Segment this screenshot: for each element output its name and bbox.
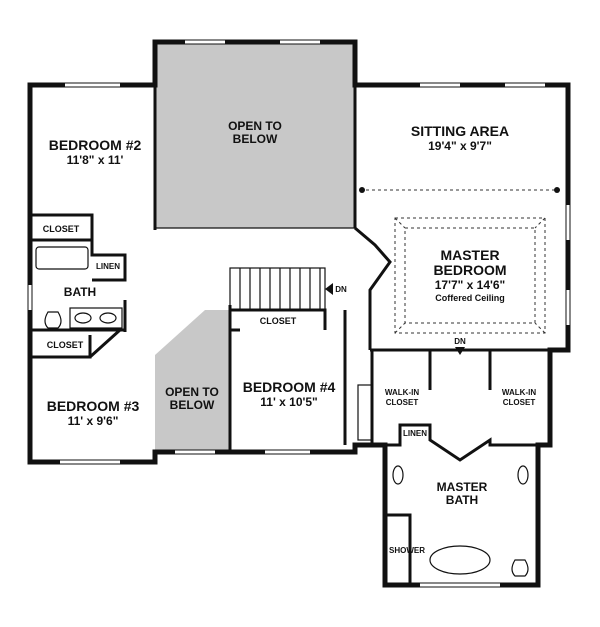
open-top-line2: BELOW [233, 132, 278, 146]
vanity-sink [69, 307, 123, 329]
bedroom3-name: BEDROOM #3 [47, 398, 140, 414]
walkin-right-line1: WALK-IN [502, 388, 536, 397]
interior-walls [30, 85, 550, 585]
shower-name: SHOWER [389, 546, 425, 555]
closet-lower-left: CLOSET [47, 340, 84, 350]
master-bedroom-line2: BEDROOM [433, 262, 506, 278]
open-top-line1: OPEN TO [228, 119, 282, 133]
bathtub [35, 246, 89, 270]
sitting-dims: 19'4" x 9'7" [428, 139, 492, 153]
open-bottom-line1: OPEN TO [165, 385, 219, 399]
walkin-left-line1: WALK-IN [385, 388, 419, 397]
open-to-below-bottom-area [155, 310, 230, 452]
column-left [359, 187, 365, 193]
master-tub [429, 545, 491, 575]
bedroom4-name: BEDROOM #4 [243, 379, 336, 395]
master-down-label: DN [454, 337, 466, 346]
column-right [554, 187, 560, 193]
closet-middle: CLOSET [260, 316, 297, 326]
linen-shelf [357, 384, 373, 441]
master-down-arrow-icon [455, 347, 465, 355]
bath-name: BATH [64, 285, 96, 299]
bedroom2-name: BEDROOM #2 [49, 137, 142, 153]
open-to-below-top-area [155, 42, 355, 228]
coffered-ceiling [394, 217, 546, 334]
master-toilet [511, 559, 529, 577]
linen-bath: LINEN [96, 262, 120, 271]
staircase [229, 267, 326, 311]
bedroom2-dims: 11'8" x 11' [67, 153, 124, 167]
stair-down-label: DN [335, 285, 347, 294]
toilet [44, 311, 62, 329]
closet-upper: CLOSET [43, 224, 80, 234]
master-bedroom-note: Coffered Ceiling [435, 293, 505, 303]
master-bath-line1: MASTER [437, 480, 488, 494]
master-bath-line2: BATH [446, 493, 478, 507]
master-bedroom-line1: MASTER [440, 247, 499, 263]
stair-down-arrow-icon [325, 283, 333, 295]
fixtures [35, 246, 529, 577]
linen-master: LINEN [403, 429, 427, 438]
walkin-right-line2: CLOSET [503, 398, 536, 407]
sitting-name: SITTING AREA [411, 123, 509, 139]
bedroom4-dims: 11' x 10'5" [260, 395, 317, 409]
bedroom3-dims: 11' x 9'6" [68, 414, 119, 428]
windows [28, 40, 570, 587]
master-bedroom-dims: 17'7" x 14'6" [435, 278, 505, 292]
walkin-left-line2: CLOSET [386, 398, 419, 407]
open-bottom-line2: BELOW [170, 398, 215, 412]
